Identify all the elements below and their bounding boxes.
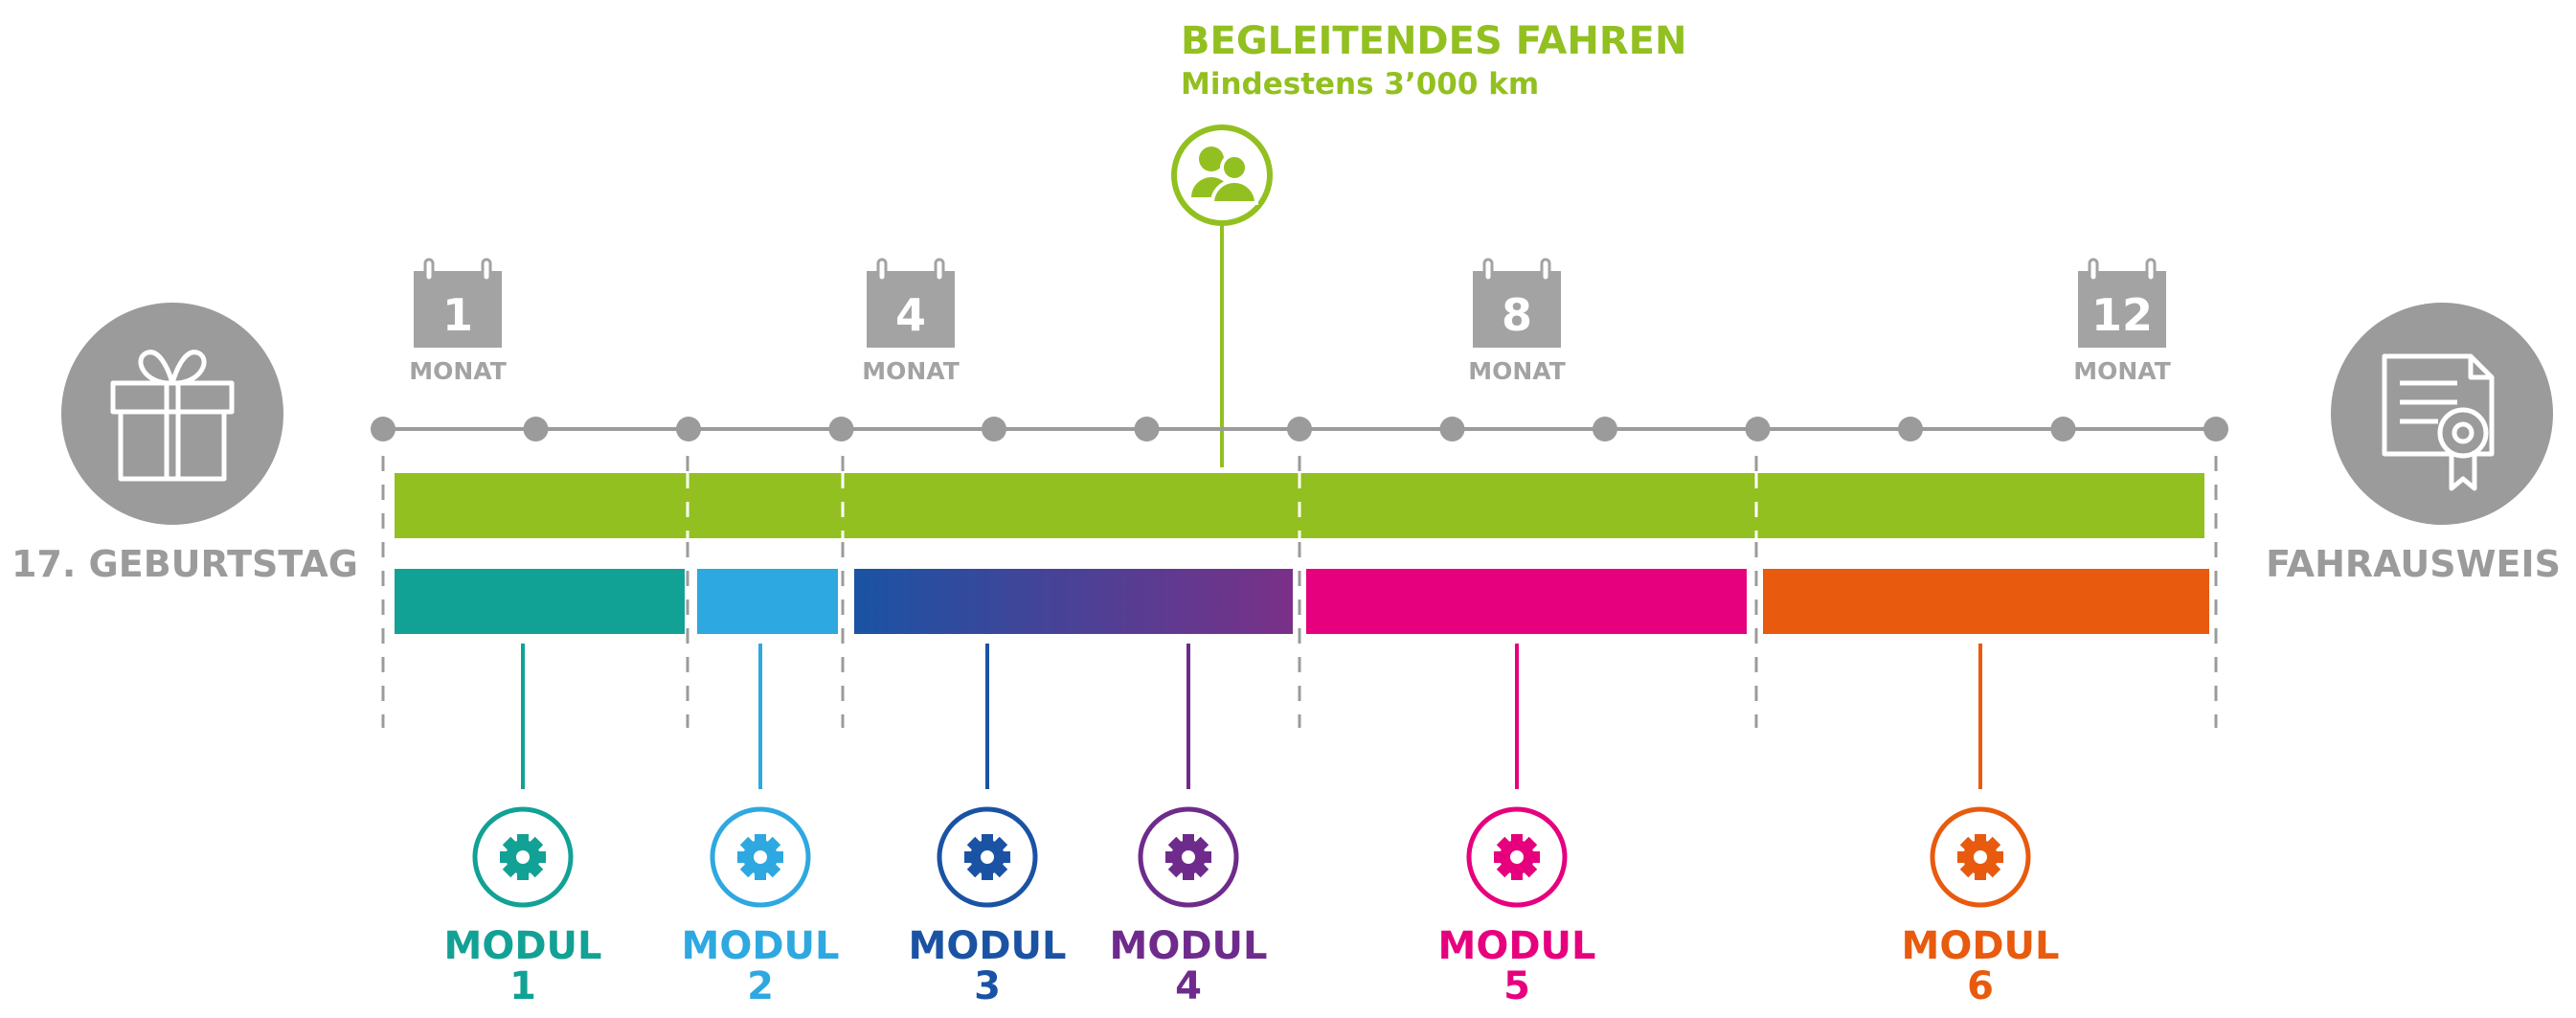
gear-icon (1930, 806, 2031, 908)
certificate-icon (2382, 353, 2495, 491)
module-3: MODUL 3 (909, 644, 1067, 1008)
module-6: MODUL 6 (1902, 644, 2060, 1008)
month-label: MONAT (1468, 357, 1566, 385)
timeline-dot (676, 417, 701, 441)
timeline-dot (828, 417, 854, 441)
module-bar-3-4 (854, 569, 1293, 634)
timeline-dot (2203, 417, 2228, 441)
gift-icon (110, 350, 235, 482)
end-marker: FAHRAUSWEIS (2266, 303, 2561, 585)
module-number: 5 (1503, 964, 1530, 1008)
end-circle (2331, 303, 2553, 525)
module-number: 6 (1967, 964, 1994, 1008)
month-label: MONAT (862, 357, 960, 385)
month-marker-4: 4 MONAT (862, 258, 960, 385)
calendar-icon: 4 (867, 258, 955, 348)
module-2: MODUL 2 (682, 644, 840, 1008)
people-icon (1171, 124, 1273, 226)
month-marker-8: 8 MONAT (1468, 258, 1566, 385)
timeline-dot (1287, 417, 1312, 441)
module-number: 1 (509, 964, 536, 1008)
top-title: BEGLEITENDES FAHREN (1181, 19, 1686, 63)
module-label: MODUL (909, 924, 1067, 968)
module-label: MODUL (682, 924, 840, 968)
module-bar-1 (395, 569, 685, 634)
month-marker-12: 12 MONAT (2073, 258, 2171, 385)
module-number: 4 (1175, 964, 1202, 1008)
start-label: 17. GEBURTSTAG (11, 543, 358, 585)
module-bar-5 (1306, 569, 1747, 634)
module-number: 3 (974, 964, 1001, 1008)
green-bar-separators (686, 473, 1758, 538)
timeline-dot (2050, 417, 2076, 441)
calendar-icon: 8 (1473, 258, 1561, 348)
gear-icon (1466, 806, 1568, 908)
module-4: MODUL 4 (1110, 644, 1268, 1008)
gear-icon (1138, 806, 1239, 908)
module-1: MODUL 1 (444, 644, 602, 1008)
timeline-dots (371, 417, 2228, 441)
month-number: 12 (2091, 289, 2153, 341)
gear-icon (472, 806, 574, 908)
timeline-dot (1134, 417, 1160, 441)
gear-icon (710, 806, 811, 908)
module-bar-6 (1763, 569, 2209, 634)
calendar-icon: 12 (2078, 258, 2166, 348)
top-subtitle: Mindestens 3’000 km (1181, 67, 1539, 102)
timeline-dot (1898, 417, 1923, 441)
month-number: 1 (442, 289, 473, 341)
timeline-dot (1439, 417, 1465, 441)
timeline-dot (371, 417, 395, 441)
timeline-dot (1593, 417, 1617, 441)
gear-icon (937, 806, 1038, 908)
module-5: MODUL 5 (1438, 644, 1596, 1008)
month-marker-1: 1 MONAT (409, 258, 507, 385)
month-number: 8 (1502, 289, 1532, 341)
timeline-dot (1745, 417, 1771, 441)
calendar-icon: 1 (414, 258, 502, 348)
start-marker: 17. GEBURTSTAG (11, 303, 358, 585)
month-label: MONAT (2073, 357, 2171, 385)
timeline-dot (982, 417, 1006, 441)
module-bar-2 (697, 569, 838, 634)
module-label: MODUL (1902, 924, 2060, 968)
timeline-dot (523, 417, 549, 441)
module-label: MODUL (444, 924, 602, 968)
module-label: MODUL (1110, 924, 1268, 968)
module-label: MODUL (1438, 924, 1596, 968)
module-number: 2 (747, 964, 774, 1008)
end-label: FAHRAUSWEIS (2266, 543, 2561, 585)
month-label: MONAT (409, 357, 507, 385)
month-number: 4 (895, 289, 926, 341)
